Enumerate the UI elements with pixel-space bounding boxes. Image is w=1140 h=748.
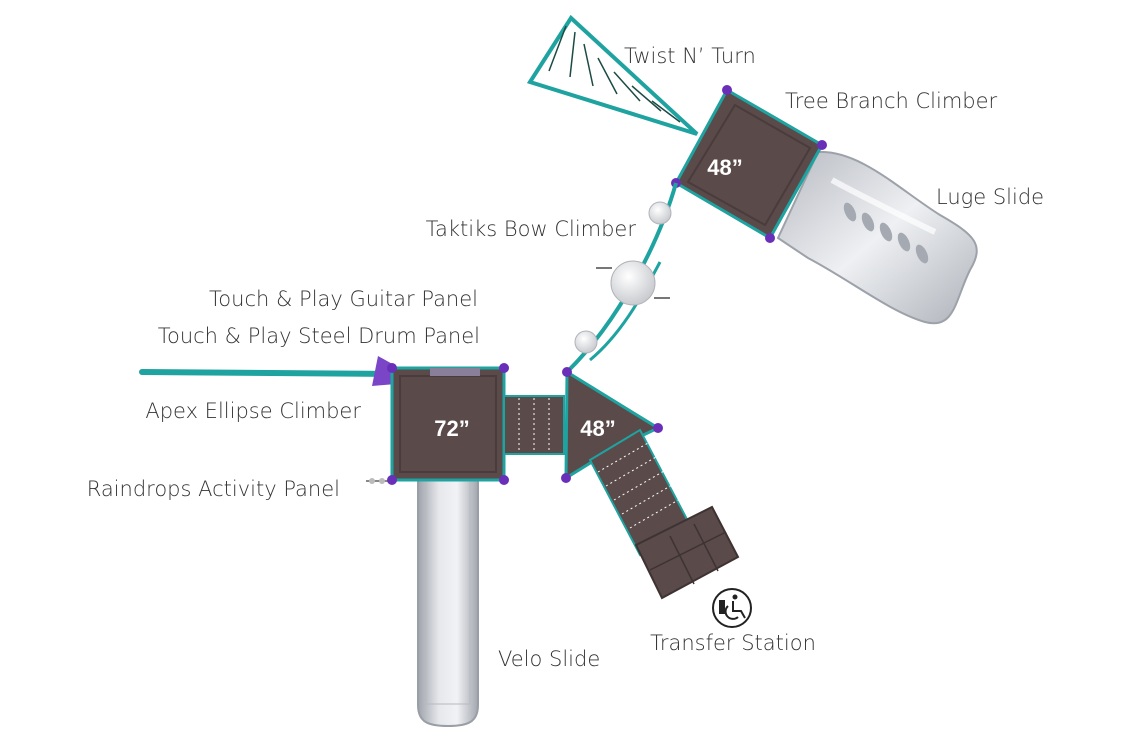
tree-branch-climber-label: Tree Branch Climber: [785, 89, 998, 113]
taktiks-bow-climber-label: Taktiks Bow Climber: [426, 217, 637, 241]
deck-72: [387, 363, 509, 485]
velo-slide-label: Velo Slide: [498, 647, 600, 671]
velo-slide: [417, 469, 479, 728]
taktiks-bow-climber: [565, 182, 678, 374]
apex-ellipse-climber-label: Apex Ellipse Climber: [145, 399, 361, 423]
transfer-station-label: Transfer Station: [650, 631, 816, 655]
deck-48-center-label: 48”: [580, 416, 615, 441]
deck-72-label: 72”: [434, 416, 469, 441]
wheelchair-transfer-icon: [712, 588, 752, 628]
luge-slide-label: Luge Slide: [936, 185, 1044, 209]
bridge-walkway: [503, 395, 565, 455]
deck-48-top-label: 48”: [707, 155, 742, 180]
luge-slide: [776, 150, 978, 325]
guitar-panel-label: Touch & Play Guitar Panel: [209, 287, 478, 311]
raindrops-activity-panel-label: Raindrops Activity Panel: [87, 477, 340, 501]
apex-ellipse-climber: [139, 356, 396, 386]
deck-48-top: [671, 85, 827, 243]
steel-drum-panel-label: Touch & Play Steel Drum Panel: [158, 324, 480, 348]
twist-n-turn-label: Twist N’ Turn: [624, 44, 756, 68]
transfer-stairs: [588, 428, 740, 600]
twist-n-turn-climber: [526, 14, 699, 136]
